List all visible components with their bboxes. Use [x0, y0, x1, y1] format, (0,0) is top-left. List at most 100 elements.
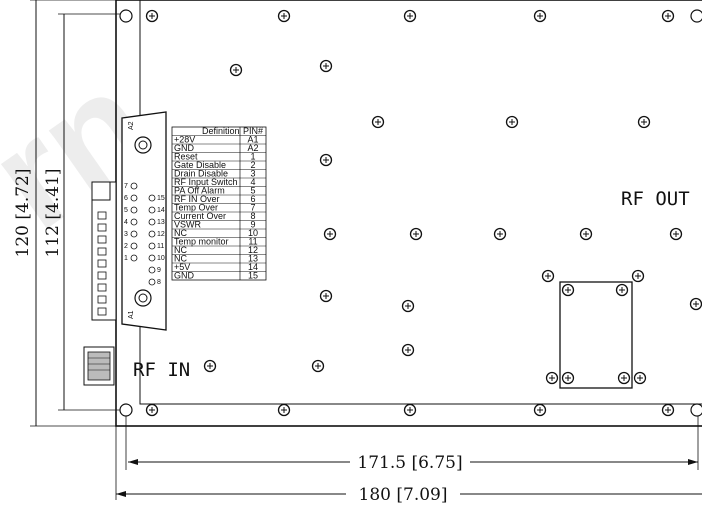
- table-cell-definition: Current Over: [174, 211, 226, 221]
- screw-icon: [319, 59, 333, 73]
- db-pin-number: 2: [124, 243, 128, 250]
- screw-icon: [579, 227, 593, 241]
- table-cell-pin: 7: [250, 203, 255, 213]
- db-pin: [130, 242, 138, 250]
- table-cell-definition: PA Off Alarm: [174, 186, 225, 196]
- screw-icon: [319, 289, 333, 303]
- db-pin: [130, 194, 138, 202]
- db-pin-number: 4: [124, 219, 128, 226]
- connector-label-a1: A1: [128, 310, 135, 319]
- screw-icon: [203, 359, 217, 373]
- screw-icon: [311, 359, 325, 373]
- table-cell-pin: 12: [248, 245, 258, 255]
- dimension-width-inner: 171.5 [6.75]: [357, 453, 462, 473]
- screw-icon: [617, 371, 631, 385]
- db-pin: [148, 206, 156, 214]
- mounting-hole-icon: [119, 9, 702, 417]
- db-pin-number: 9: [157, 267, 161, 274]
- screw-icon: [145, 403, 159, 417]
- db-pin-number: 11: [157, 243, 164, 250]
- db-pin: [130, 230, 138, 238]
- screw-icon: [689, 297, 702, 311]
- table-cell-pin: 3: [250, 169, 255, 179]
- db-pin-number: 12: [157, 231, 165, 238]
- screw-icon: [229, 63, 243, 77]
- rf-out-port: [559, 281, 633, 389]
- table-cell-pin: 1: [250, 152, 255, 162]
- table-cell-definition: Temp Over: [174, 203, 218, 213]
- screw-group: [145, 9, 702, 417]
- table-cell-definition: Reset: [174, 152, 198, 162]
- table-cell-pin: A2: [247, 143, 258, 153]
- side-connector-slots: [97, 211, 107, 316]
- screw-icon: [637, 115, 651, 129]
- screw-icon: [493, 227, 507, 241]
- screw-icon: [561, 371, 575, 385]
- db-pin-number: 14: [157, 207, 165, 214]
- table-cell-pin: 13: [248, 254, 258, 264]
- db-pin-number: 7: [124, 183, 128, 190]
- screw-icon: [561, 283, 575, 297]
- dimension-height-inner: 112 [4.41]: [43, 169, 63, 258]
- db-pin-number: 8: [157, 279, 161, 286]
- db-pin: [130, 218, 138, 226]
- screw-icon: [323, 227, 337, 241]
- table-cell-definition: RF IN Over: [174, 194, 220, 204]
- table-cell-pin: 11: [248, 237, 257, 247]
- rf-in-label: RF IN: [133, 359, 190, 381]
- screw-icon: [401, 299, 415, 313]
- table-cell-definition: NC: [174, 245, 187, 255]
- table-cell-pin: 5: [250, 186, 255, 196]
- screw-icon: [401, 343, 415, 357]
- table-cell-definition: GND: [174, 143, 195, 153]
- table-cell-definition: RF Input Switch: [174, 177, 238, 187]
- table-cell-definition: Gate Disable: [174, 160, 226, 170]
- rf-in-connector: [83, 346, 115, 386]
- screw-icon: [633, 371, 647, 385]
- screw-icon: [541, 269, 555, 283]
- screw-icon: [545, 371, 559, 385]
- db-pin: [148, 242, 156, 250]
- side-connector-top: [91, 181, 111, 201]
- table-cell-definition: +28V: [174, 135, 195, 145]
- db-pin: [148, 266, 156, 274]
- table-cell-pin: 9: [250, 220, 255, 230]
- screw-icon: [409, 227, 423, 241]
- screw-icon: [615, 283, 629, 297]
- db-pin-number: 3: [124, 231, 128, 238]
- table-cell-pin: 4: [250, 177, 255, 187]
- table-cell-definition: NC: [174, 228, 187, 238]
- db-pin: [130, 182, 138, 190]
- screw-icon: [277, 403, 291, 417]
- db-pin: [148, 278, 156, 286]
- db-pin-number: 13: [157, 219, 165, 226]
- db-pin-number: 1: [124, 255, 128, 262]
- screw-icon: [319, 153, 333, 167]
- screw-icon: [631, 269, 645, 283]
- db-pin: [148, 230, 156, 238]
- db-pin: [130, 206, 138, 214]
- table-cell-definition: Drain Disable: [174, 169, 228, 179]
- table-cell-pin: 8: [250, 211, 255, 221]
- table-cell-pin: 2: [250, 160, 255, 170]
- screw-icon: [403, 403, 417, 417]
- db-pin: [148, 254, 156, 262]
- table-cell-definition: NC: [174, 254, 187, 264]
- db-pin: [148, 218, 156, 226]
- connector-label-a2: A2: [128, 121, 135, 130]
- table-cell-definition: GND: [174, 271, 195, 281]
- screw-icon: [661, 403, 675, 417]
- screw-icon: [661, 9, 675, 23]
- db-pin-number: 10: [157, 255, 165, 262]
- table-header: Definition: [202, 126, 240, 136]
- dimension-width-outer: 180 [7.09]: [359, 485, 448, 505]
- screw-icon: [505, 115, 519, 129]
- rf-out-label: RF OUT: [621, 188, 690, 210]
- screw-icon: [533, 403, 547, 417]
- table-cell-definition: Temp monitor: [174, 237, 229, 247]
- screw-icon: [669, 227, 683, 241]
- table-cell-pin: 6: [250, 194, 255, 204]
- screw-icon: [533, 9, 547, 23]
